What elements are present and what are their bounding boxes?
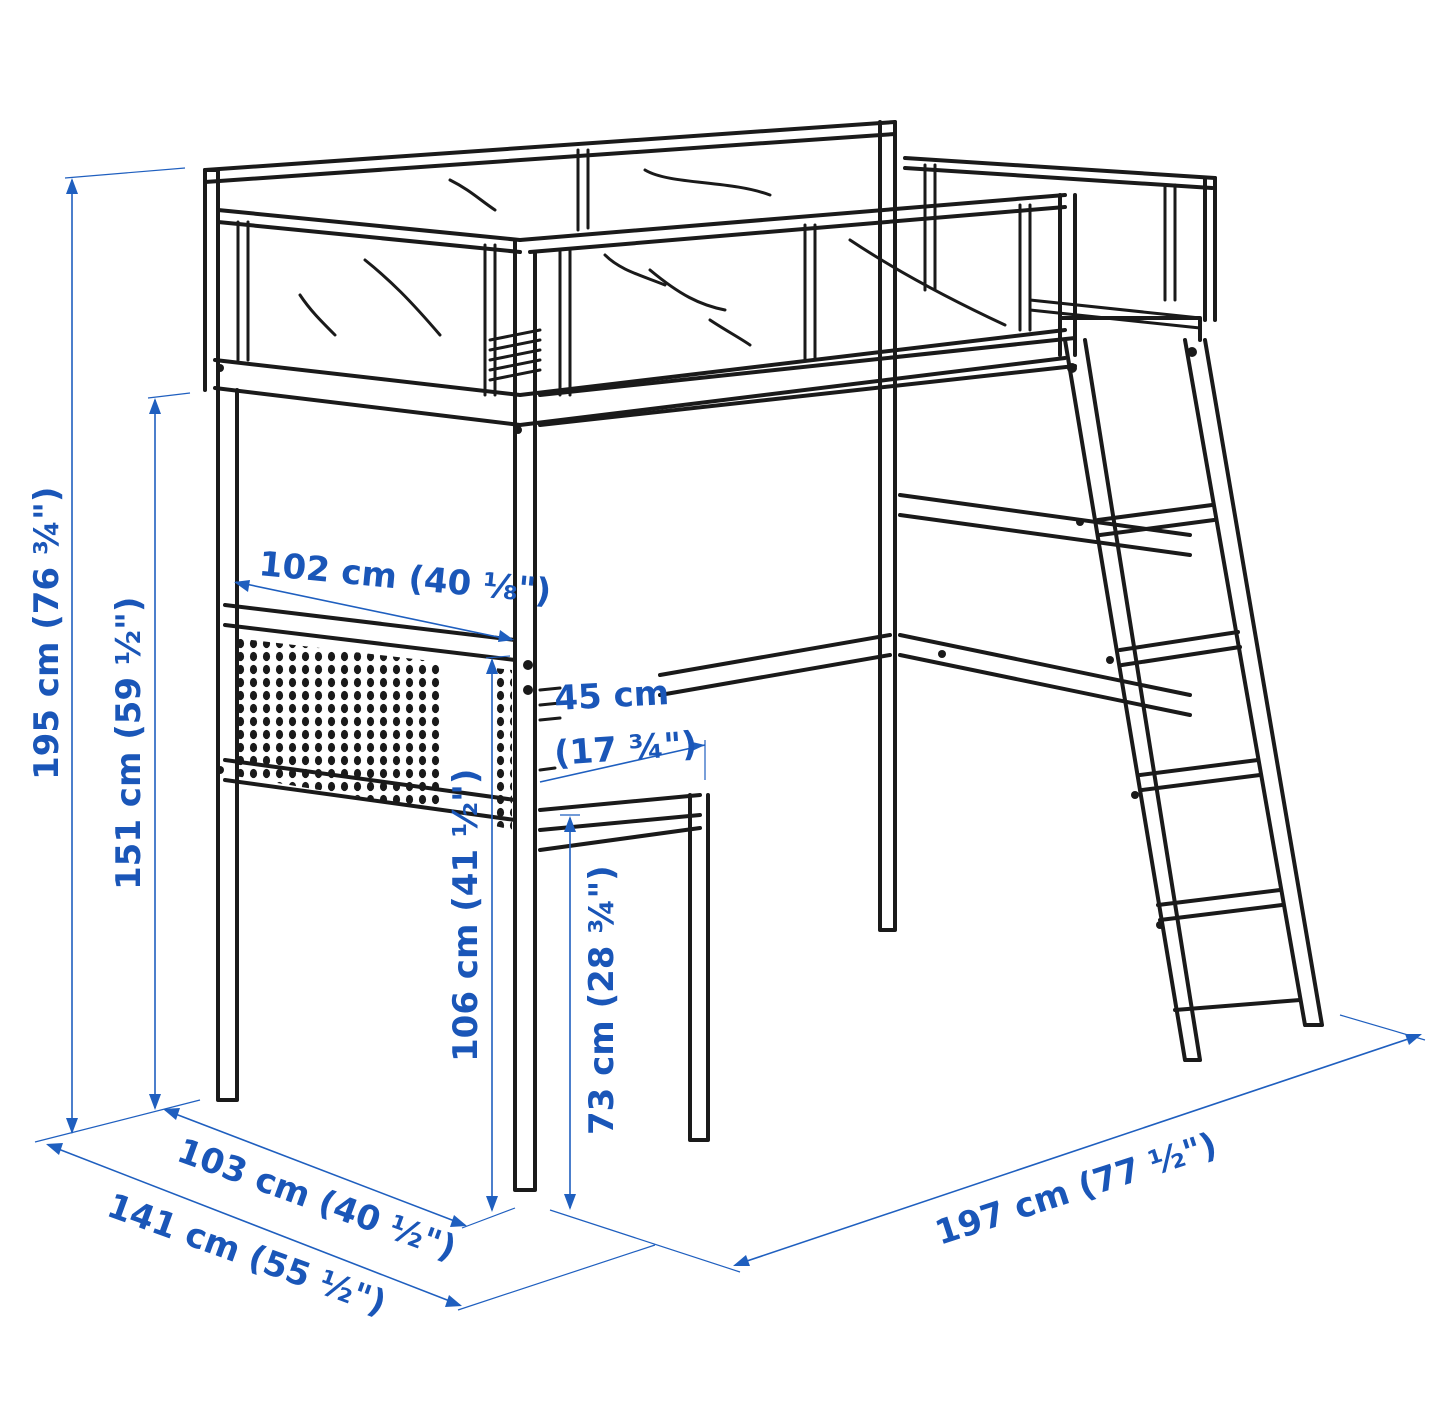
label-headboard-height: 106 cm (41 ½") bbox=[446, 769, 486, 1062]
dimension-labels: 195 cm (76 ¾") 151 cm (59 ½") 102 cm (40… bbox=[27, 487, 1222, 1324]
label-underbed-height: 151 cm (59 ½") bbox=[109, 597, 149, 890]
dimension-lines bbox=[34, 167, 1426, 1311]
label-desk-depth-line1: 45 cm bbox=[553, 673, 670, 719]
label-total-height: 195 cm (76 ¾") bbox=[27, 487, 67, 780]
label-bed-length-inner: 102 cm (40 ⅛") bbox=[257, 544, 553, 612]
label-desk-depth-line2: (17 ¾") bbox=[553, 724, 699, 774]
label-desk-height: 73 cm (28 ¾") bbox=[582, 865, 622, 1135]
bed-frame-drawing bbox=[203, 120, 1324, 1192]
perforated-panel bbox=[235, 638, 440, 810]
label-total-length: 197 cm (77 ½") bbox=[930, 1125, 1221, 1254]
